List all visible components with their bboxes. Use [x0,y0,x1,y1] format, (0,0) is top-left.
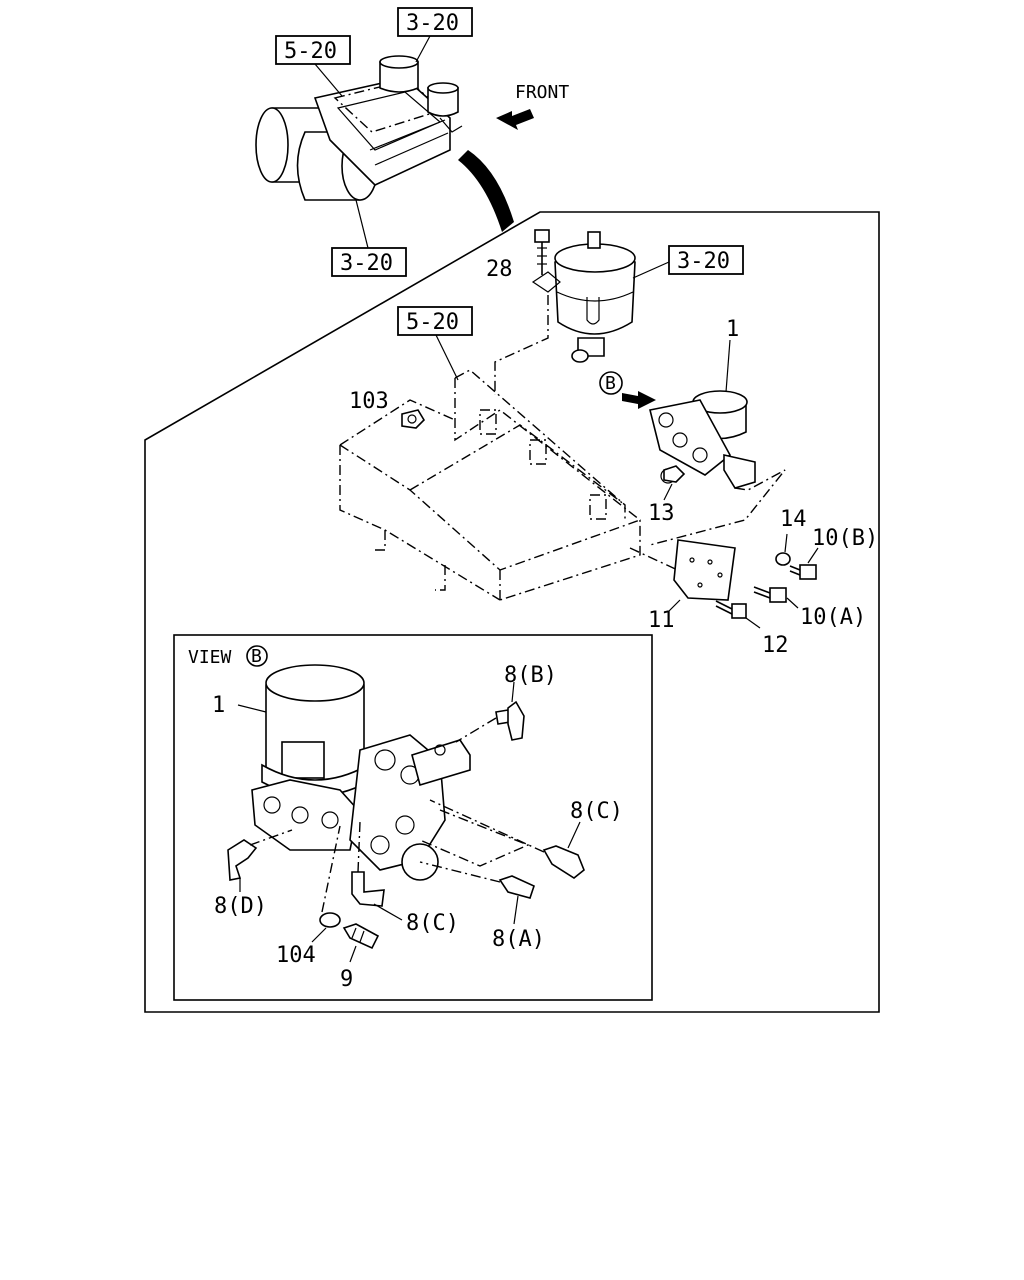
callout-b-marker [599,371,623,395]
part-12-label: 12 [762,633,789,658]
air-dryer-view [251,664,471,881]
part-10a-label: 10(A) [800,605,866,630]
washer-13 [663,465,686,483]
ref-box-left-top [275,35,351,65]
part-8c-right-label: 8(C) [570,799,623,824]
part-11-label: 11 [648,608,675,633]
part-103-label: 103 [349,389,389,414]
ref-box-top [397,7,473,37]
bolt-10b [789,564,817,580]
nipple-9 [342,923,380,950]
o-ring-104 [319,912,341,928]
nut-103 [401,409,426,429]
main-view-frame [144,211,880,1013]
view-label: VIEW [188,647,232,668]
part-10b-label: 10(B) [812,526,878,551]
part-13-label: 13 [648,501,675,526]
air-tank [554,231,636,363]
part-14-label: 14 [780,507,807,532]
view-marker-circle [246,645,268,667]
fitting-8c-right [419,799,585,879]
ref-box-tank [668,245,744,275]
part-8b-label: 8(B) [504,663,557,688]
part-104-label: 104 [276,943,316,968]
bolt-12 [715,600,747,619]
part-8d-label: 8(D) [214,894,267,919]
part-8c-lower-label: 8(C) [406,911,459,936]
front-label: FRONT [515,82,569,103]
front-arrow-icon [496,109,534,130]
callout-b-text: B [605,373,616,394]
bracket-plate-11 [673,539,736,601]
overview-assembly [255,55,463,201]
ref-box-bracket [397,306,473,336]
part-9-label: 9 [340,967,353,992]
view-b-frame [173,634,653,1001]
fitting-8b [455,700,525,743]
bolt-10a [753,586,787,603]
ref-left-top-label: 5-20 [284,39,337,64]
bolt-28 [531,229,561,293]
ref-tank-label: 3-20 [677,249,730,274]
callout-b-arrow-icon [622,391,656,409]
ref-bottom-left-label: 3-20 [340,251,393,276]
air-dryer-main [649,390,756,489]
fitting-8c-lower [351,821,385,907]
ref-bracket-label: 5-20 [406,310,459,335]
washer-14 [775,552,791,566]
mounting-bracket [339,369,641,601]
part-8a-label: 8(A) [492,927,545,952]
part-1-view-label: 1 [212,693,225,718]
fitting-8d [227,829,293,881]
ref-box-bottom-left [331,247,407,277]
fitting-8a [419,861,535,899]
detail-indicator-arrow [458,150,514,232]
part-1-main-label: 1 [726,317,739,342]
ref-top-label: 3-20 [406,11,459,36]
part-28-label: 28 [486,257,513,282]
view-marker-text: B [251,646,262,667]
